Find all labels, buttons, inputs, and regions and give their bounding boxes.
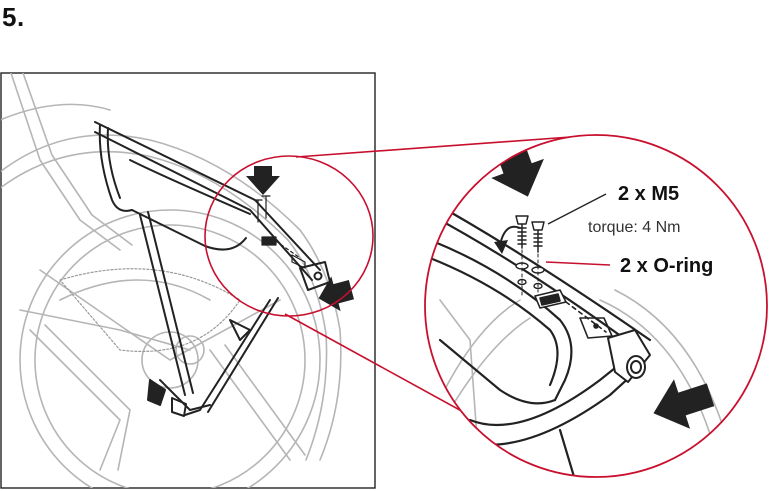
detail-zoom: [420, 135, 767, 480]
torque-callout: torque: 4 Nm: [588, 219, 680, 236]
overview-frame: [1, 73, 375, 488]
screws-callout: 2 x M5: [618, 183, 679, 205]
orings-callout: 2 x O-ring: [620, 255, 713, 277]
overview-panel: [0, 70, 375, 491]
